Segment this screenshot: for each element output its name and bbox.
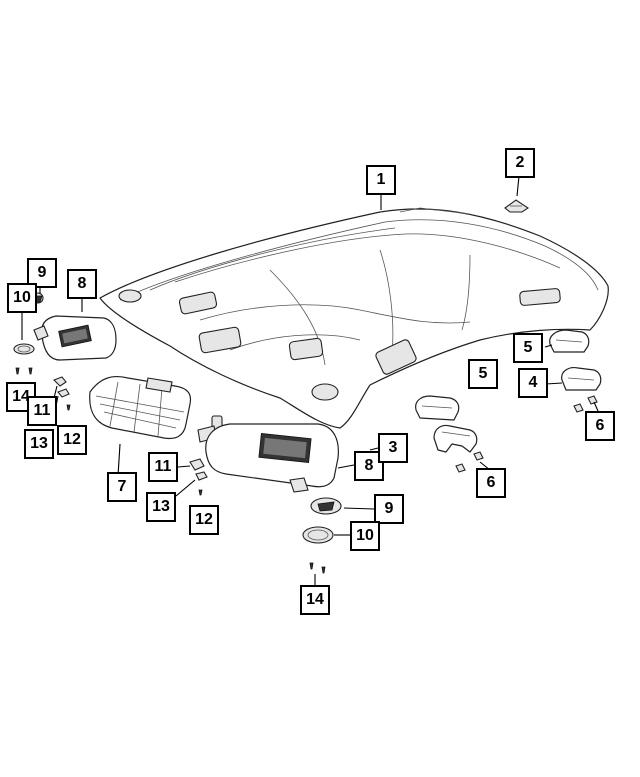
callout-13-center[interactable]: 13 [146, 492, 176, 522]
callout-10-right[interactable]: 10 [350, 521, 380, 551]
handle-clips-right-part [573, 395, 598, 413]
assist-handle-right-part [549, 329, 590, 353]
callout-6-center[interactable]: 6 [476, 468, 506, 498]
callout-2[interactable]: 2 [505, 148, 535, 178]
callout-4[interactable]: 4 [518, 368, 548, 398]
callout-5-center[interactable]: 5 [468, 359, 498, 389]
callout-14-bottom[interactable]: 14 [300, 585, 330, 615]
overhead-console-bracket-part [89, 375, 192, 440]
callout-5-right[interactable]: 5 [513, 333, 543, 363]
callout-13-left[interactable]: 13 [24, 429, 54, 459]
callout-10-left[interactable]: 10 [7, 283, 37, 313]
callout-7[interactable]: 7 [107, 472, 137, 502]
headliner-clip-part [504, 199, 529, 213]
callout-6-right[interactable]: 6 [585, 411, 615, 441]
callout-9-right[interactable]: 9 [374, 494, 404, 524]
assist-handle-part [433, 424, 478, 453]
sun-visor-right-part [205, 423, 339, 493]
callout-12-center[interactable]: 12 [189, 505, 219, 535]
visor-clips-center-part [189, 458, 208, 496]
callout-8-left[interactable]: 8 [67, 269, 97, 299]
visor-mount-right-part [310, 497, 342, 515]
callout-11-center[interactable]: 11 [148, 452, 178, 482]
screws-left-part [15, 367, 71, 411]
callout-12-left[interactable]: 12 [57, 425, 87, 455]
handle-clips-center-part [455, 451, 484, 473]
visor-cover-right-part [302, 526, 334, 544]
callout-1[interactable]: 1 [366, 165, 396, 195]
headliner-part [99, 207, 609, 429]
screws-bottom-part [309, 562, 326, 574]
callout-3[interactable]: 3 [378, 433, 408, 463]
callout-11-left[interactable]: 11 [27, 396, 57, 426]
visor-cover-left-part [13, 343, 35, 355]
assist-handle-center-part [415, 395, 460, 421]
assist-handle-rear-part [561, 367, 602, 391]
sun-visor-left-part [33, 315, 117, 361]
